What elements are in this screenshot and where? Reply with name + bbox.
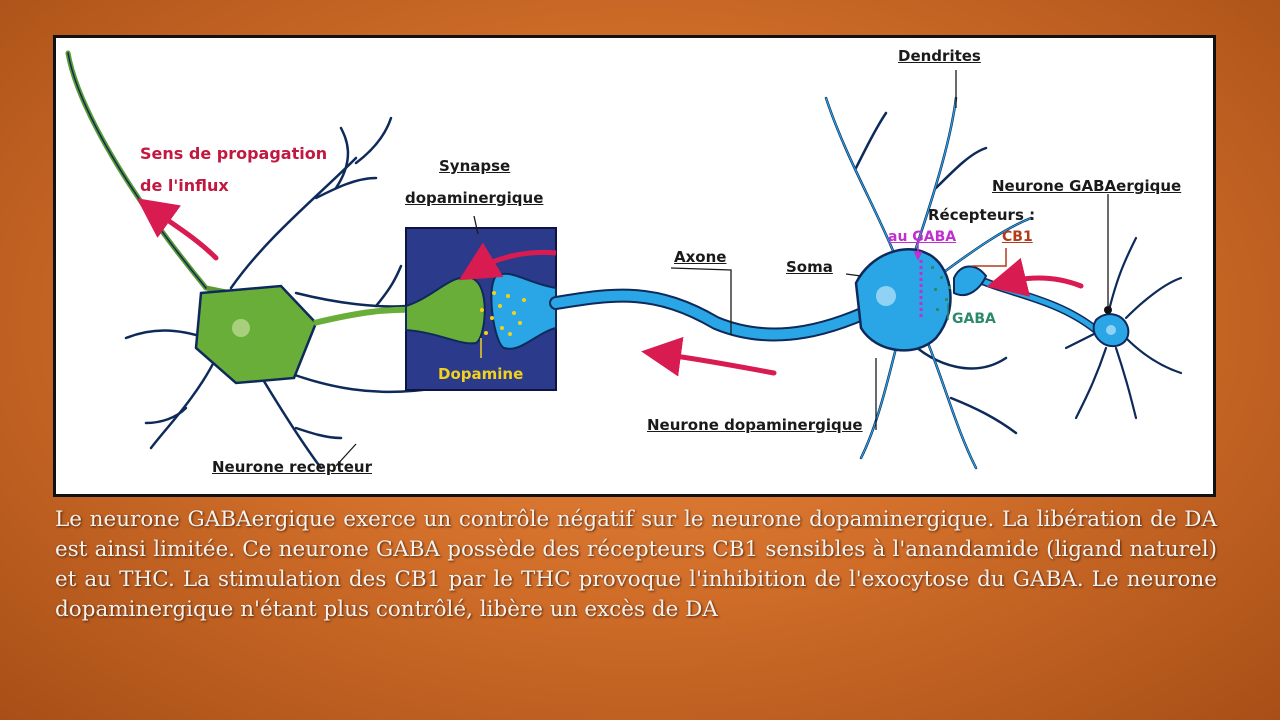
label-synapse-2: dopaminergique	[405, 189, 544, 207]
dopamine-vesicles	[480, 291, 526, 336]
label-cb1: CB1	[1002, 229, 1033, 245]
label-dopamine: Dopamine	[438, 365, 524, 383]
label-dendrites: Dendrites	[898, 47, 981, 65]
dopaminergic-dendrites-fill	[825, 97, 1032, 469]
label-recepteurs: Récepteurs :	[928, 206, 1036, 224]
neuron-diagram: Dendrites Sens de propagation de l'influ…	[53, 35, 1216, 497]
label-neurone-recepteur: Neurone recepteur	[212, 458, 372, 476]
label-neurone-gaba: Neurone GABAergique	[992, 177, 1182, 195]
label-gaba: GABA	[952, 311, 996, 327]
label-propagation-1: Sens de propagation	[140, 144, 328, 163]
receptor-neuron	[65, 50, 438, 470]
dopaminergic-soma	[854, 248, 952, 352]
label-neurone-dopaminergique: Neurone dopaminergique	[647, 416, 863, 434]
presynaptic-terminal	[490, 272, 557, 350]
label-au-gaba: au GABA	[888, 229, 957, 245]
label-axone: Axone	[674, 248, 727, 266]
postsynaptic-terminal	[405, 276, 486, 345]
gaba-neuron-branches	[1064, 236, 1183, 420]
label-soma: Soma	[786, 258, 833, 276]
label-synapse-1: Synapse	[439, 157, 511, 175]
caption-text: Le neurone GABAergique exerce un contrôl…	[55, 507, 1217, 622]
gaba-terminal	[953, 265, 988, 296]
diagram-drawing	[65, 50, 1183, 470]
receptor-soma	[194, 284, 318, 385]
label-propagation-2: de l'influx	[140, 176, 229, 195]
